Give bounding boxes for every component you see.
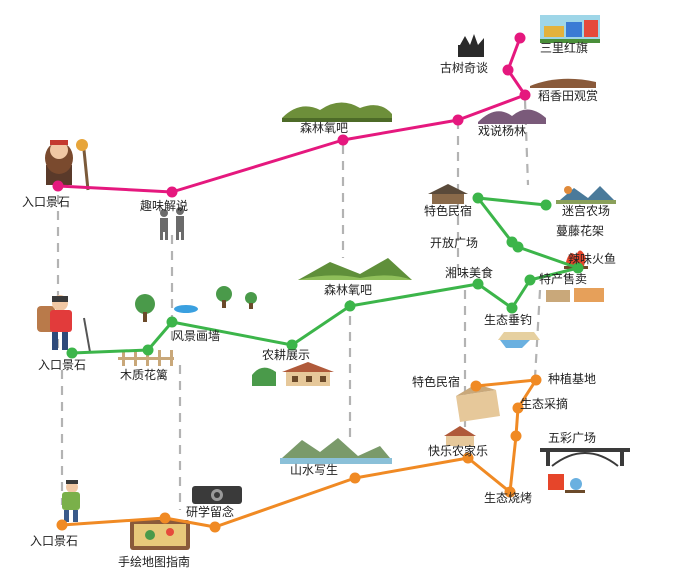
maze-farm-illustration [556,186,616,204]
route-node-green-1 [66,347,78,359]
labels-layer: 入口景石 趣味解说 森林氧吧 戏说杨林 稻香田观赏 古树奇谈 三里红旗 入口景石… [22,40,616,569]
route-node-pink-6 [502,64,514,76]
route-node-pink-1 [52,180,64,192]
label-orange-stop-10: 特色民宿 [412,374,460,389]
route-node-green-6 [472,278,484,290]
label-orange-stop-8: 生态采摘 [520,396,568,411]
label-pink-stop-7: 三里红旗 [540,40,588,55]
route-node-pink-5 [519,89,531,101]
shop-illustration [546,288,604,302]
route-node-orange-9 [530,374,542,386]
label-pink-stop-2: 趣味解说 [140,198,188,213]
hills-illustration [478,109,546,124]
label-pink-stop-3: 森林氧吧 [300,120,348,135]
label-pink-stop-1: 入口景石 [22,195,70,209]
camera-illustration [192,486,242,504]
route-node-green-3 [166,316,178,328]
label-green-stop-9: 辣味火鱼 [568,252,616,266]
old-tree-illustration [458,34,484,57]
label-green-stop-5: 森林氧吧 [324,282,372,297]
route-node-orange-10 [470,380,482,392]
farmhouse-illustration [252,362,334,386]
label-orange-stop-6: 生态烧烤 [484,490,532,505]
label-pink-stop-5: 稻香田观赏 [538,89,598,103]
farmhouse-illustration-bottom [444,426,476,446]
route-node-pink-4 [452,114,464,126]
label-green-stop-1: 入口景石 [38,358,86,372]
route-node-green-7 [506,302,518,314]
route-node-green-9 [572,262,584,274]
label-orange-stop-5: 快乐农家乐 [428,443,488,458]
route-node-pink-7 [514,32,526,44]
route-node-orange-1 [56,519,68,531]
label-green-stop-4: 农耕展示 [262,347,310,362]
route-node-orange-8 [512,402,524,414]
festival-illustration [540,15,600,43]
label-green-stop-8: 特产售卖 [539,271,587,286]
hiker-illustration-top [45,139,90,191]
route-node-green-4 [286,339,298,351]
route-node-orange-7 [510,430,522,442]
label-green-stop-7: 生态垂钓 [484,313,532,327]
routes-layer [52,32,584,533]
guesthouse-illustration-green [428,184,468,204]
label-green-stop-12: 特色民宿 [424,203,472,218]
route-node-green-12 [472,192,484,204]
label-orange-stop-2: 手绘地图指南 [118,554,190,569]
route-node-orange-6 [504,486,516,498]
label-orange-stop-9: 种植基地 [548,371,596,386]
label-green-stop-2: 木质花篱 [120,367,168,382]
hiker-illustration-middle [37,295,91,353]
trees-illustration [135,286,257,322]
route-node-green-11 [506,236,518,248]
rice-field-illustration [530,78,596,88]
route-node-orange-5 [462,452,474,464]
route-node-orange-2 [159,512,171,524]
fence-illustration [118,350,174,366]
forest-hills-illustration [298,258,412,280]
label-orange-stop-7: 五彩广场 [548,431,596,445]
label-pink-stop-6: 古树奇谈 [440,60,488,75]
label-green-stop-13: 迷宫农场 [562,203,610,218]
route-node-green-13 [540,199,552,211]
map-board-illustration [130,520,190,550]
fishing-illustration [498,332,540,348]
forest-strip-illustration [282,102,392,122]
route-node-pink-3 [337,134,349,146]
route-node-green-5 [344,300,356,312]
hiker-illustration-bottom [62,480,80,522]
bbq-illustration [548,474,585,493]
label-green-stop-6: 湘味美食 [445,265,493,280]
route-line-orange [61,378,538,529]
landscape-illustration [280,438,392,464]
guide-people-illustration [160,207,184,240]
route-node-orange-4 [349,472,361,484]
label-pink-stop-4: 戏说杨林 [478,123,526,138]
gate-illustration [540,448,630,467]
label-green-stop-3: 风景画墙 [172,329,220,343]
route-node-orange-3 [209,521,221,533]
label-orange-stop-3: 研学留念 [186,504,234,519]
route-node-green-8 [524,274,536,286]
label-orange-stop-4: 山水写生 [290,463,338,477]
route-node-green-2 [142,344,154,356]
label-orange-stop-1: 入口景石 [30,534,78,548]
label-green-stop-10: 蔓藤花架 [556,223,604,238]
label-green-stop-11: 开放广场 [430,235,478,250]
route-node-pink-2 [166,186,178,198]
